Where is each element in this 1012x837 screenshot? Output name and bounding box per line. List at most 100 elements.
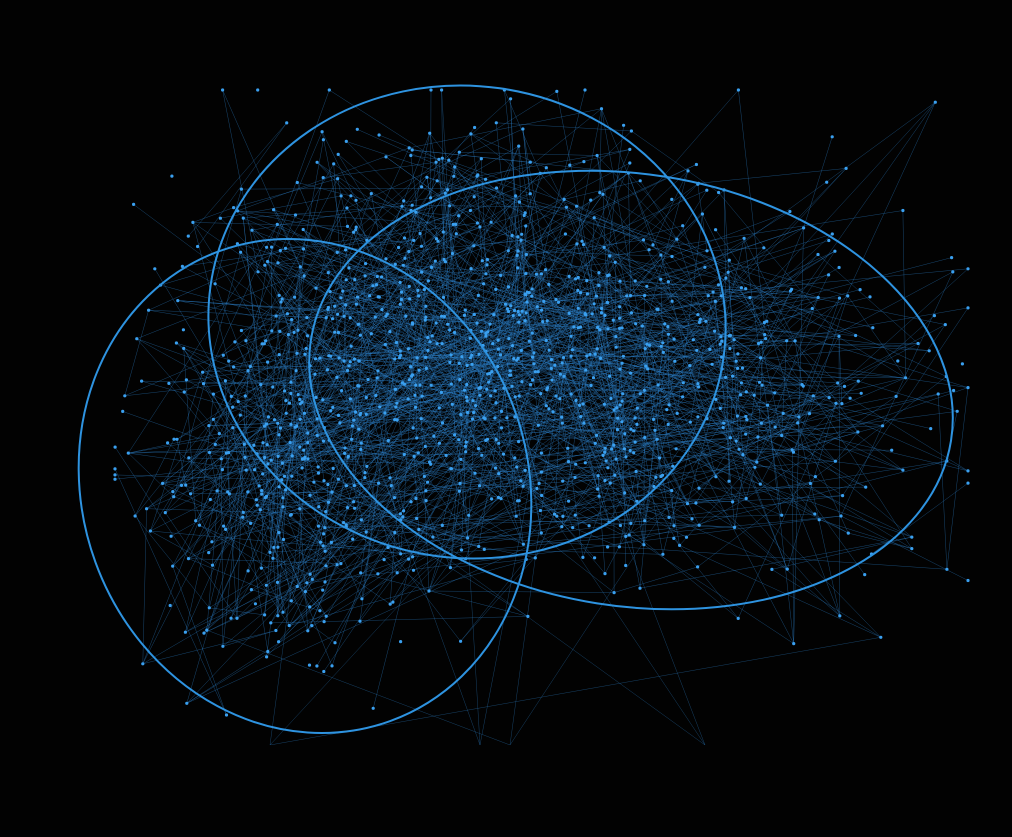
graph-node — [544, 166, 548, 170]
graph-node — [612, 443, 616, 447]
graph-node — [347, 266, 351, 270]
graph-node — [678, 543, 682, 548]
graph-node — [489, 220, 493, 224]
graph-edge — [315, 358, 467, 398]
graph-node — [344, 139, 348, 143]
graph-edge — [260, 384, 305, 460]
graph-edge — [333, 163, 348, 371]
graph-node — [868, 295, 872, 299]
graph-edge — [515, 195, 595, 218]
graph-node — [470, 362, 474, 366]
graph-edge — [518, 290, 579, 397]
graph-node — [645, 342, 649, 346]
graph-edge — [728, 240, 829, 273]
graph-node — [319, 540, 323, 544]
graph-edge — [283, 539, 327, 617]
graph-node — [453, 165, 457, 169]
graph-node — [827, 238, 831, 243]
graph-edge — [261, 493, 321, 543]
graph-node — [211, 417, 215, 421]
graph-edge — [427, 481, 524, 545]
graph-edge — [346, 295, 479, 527]
graph-node — [422, 288, 426, 292]
graph-node — [205, 628, 209, 632]
graph-edge — [267, 261, 355, 280]
graph-edge — [817, 254, 919, 344]
graph-edge — [563, 357, 606, 449]
graph-node — [364, 395, 368, 400]
graph-node — [400, 290, 404, 294]
graph-node — [524, 272, 528, 276]
graph-edge — [628, 172, 631, 296]
graph-node — [470, 353, 474, 357]
graph-edge — [418, 374, 511, 454]
graph-node — [498, 353, 503, 357]
graph-node — [303, 455, 307, 459]
graph-edge — [333, 440, 389, 469]
graph-node — [210, 563, 215, 567]
graph-node — [443, 191, 447, 195]
graph-node — [221, 88, 225, 92]
graph-edge — [679, 545, 881, 638]
graph-edge — [600, 358, 912, 549]
graph-edge — [449, 205, 453, 254]
graph-node — [563, 232, 568, 236]
graph-node — [638, 586, 642, 590]
graph-node — [588, 352, 592, 356]
graph-edge — [372, 529, 420, 709]
graph-node — [243, 455, 247, 459]
graph-edge — [366, 147, 410, 241]
graph-edge — [589, 346, 662, 355]
graph-node — [490, 497, 494, 501]
graph-edge — [222, 89, 301, 267]
graph-node — [513, 395, 517, 399]
graph-node — [599, 356, 603, 360]
graph-node — [611, 318, 615, 322]
graph-edge — [346, 513, 401, 525]
graph-node — [839, 514, 843, 518]
graph-edge — [186, 586, 298, 704]
graph-node — [837, 265, 841, 270]
graph-node — [224, 713, 229, 717]
graph-node — [656, 383, 660, 387]
graph-edge — [608, 274, 717, 477]
graph-edge — [835, 315, 935, 404]
graph-edge — [346, 128, 524, 209]
graph-node — [459, 413, 463, 417]
graph-edge — [403, 265, 738, 369]
graph-node — [916, 341, 920, 346]
graph-edge — [323, 250, 509, 442]
graph-edge — [303, 139, 324, 250]
graph-edge — [128, 452, 292, 477]
graph-node — [452, 174, 456, 178]
graph-node — [278, 248, 282, 253]
graph-node — [539, 392, 543, 396]
graph-node — [424, 304, 428, 308]
graph-edge — [425, 477, 576, 491]
graph-edge — [431, 267, 487, 337]
graph-node — [249, 521, 253, 526]
graph-node — [304, 346, 308, 351]
graph-node — [277, 433, 281, 437]
graph-node — [429, 265, 434, 269]
graph-node — [735, 414, 740, 418]
graph-edge — [305, 556, 413, 592]
graph-node — [426, 480, 430, 484]
graph-node — [365, 464, 369, 468]
graph-edge — [269, 307, 329, 745]
graph-node — [140, 379, 144, 383]
graph-edge — [504, 89, 541, 174]
graph-edge — [415, 212, 459, 216]
graph-edge — [150, 530, 466, 559]
graph-node — [505, 416, 509, 420]
graph-node — [606, 327, 610, 331]
graph-node — [263, 455, 267, 460]
graph-node — [728, 346, 732, 351]
graph-node — [496, 495, 501, 500]
graph-node — [531, 378, 535, 382]
graph-edge — [516, 359, 557, 397]
graph-edge — [267, 432, 308, 465]
graph-node — [427, 589, 431, 593]
graph-edge — [611, 170, 689, 450]
graph-edge — [231, 311, 509, 397]
